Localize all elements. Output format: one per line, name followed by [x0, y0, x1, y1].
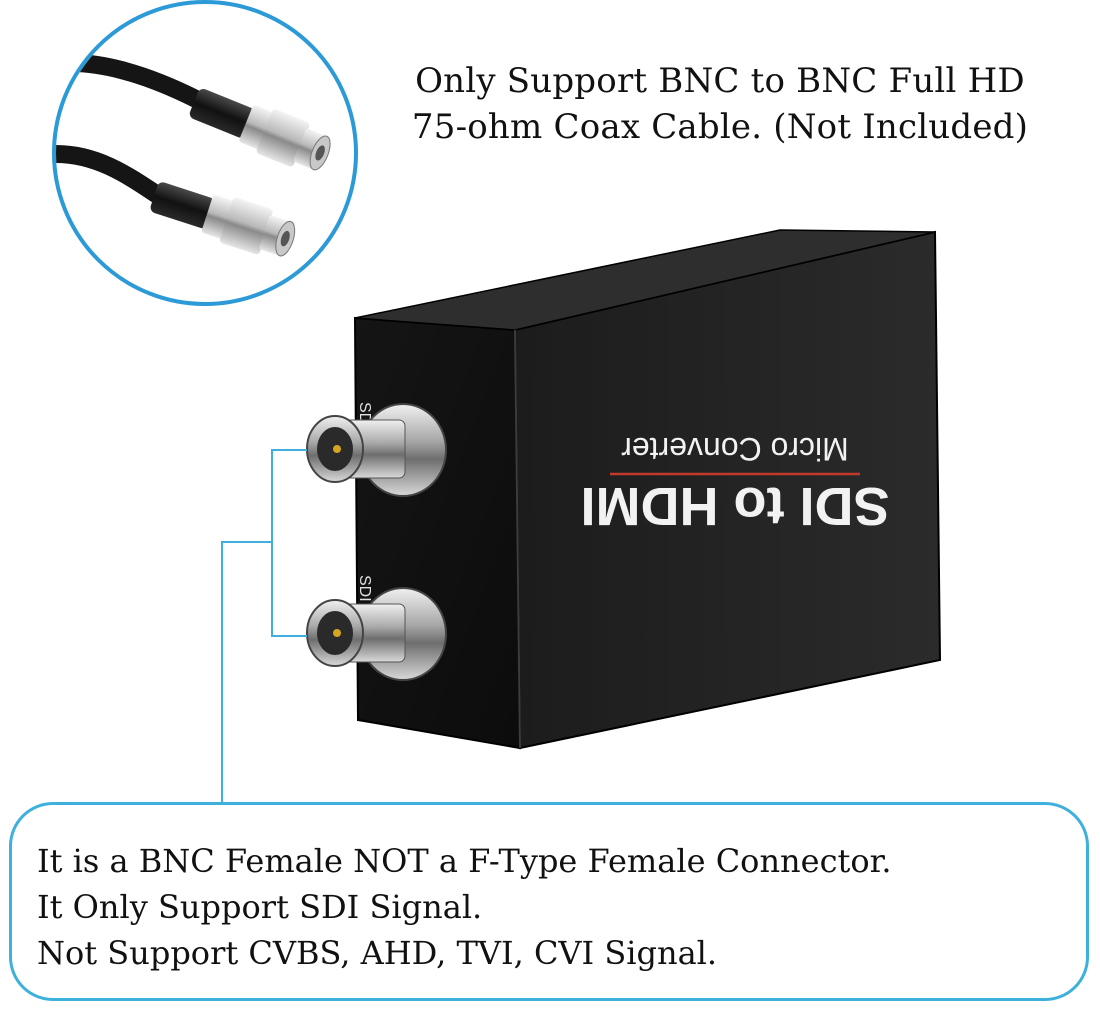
- callout-line-1: It is a BNC Female NOT a F-Type Female C…: [37, 842, 892, 880]
- pointer-line-top: [271, 449, 307, 451]
- header-caption-line-2: 75-ohm Coax Cable. (Not Included): [411, 107, 1029, 147]
- callout-line-3: Not Support CVBS, AHD, TVI, CVI Signal.: [37, 934, 718, 972]
- cable-inset-circle: [52, 0, 358, 306]
- header-caption: Only Support BNC to BNC Full HD 75-ohm C…: [340, 58, 1100, 150]
- pointer-line-bottom: [271, 635, 307, 637]
- pointer-line-mid: [221, 541, 273, 543]
- pointer-line-bracket: [271, 449, 273, 637]
- device-title-main: SDI to HDMI: [581, 476, 890, 536]
- pointer-line-drop: [221, 541, 223, 803]
- device-title-sub: Micro Converter: [621, 431, 849, 467]
- callout-line-2: It Only Support SDI Signal.: [37, 888, 483, 926]
- header-caption-line-1: Only Support BNC to BNC Full HD: [415, 61, 1025, 101]
- port-bottom-label: SDI: [356, 575, 373, 602]
- callout-text: It is a BNC Female NOT a F-Type Female C…: [37, 838, 1078, 976]
- bnc-connector-bottom: [306, 587, 447, 681]
- callout-box: It is a BNC Female NOT a F-Type Female C…: [9, 802, 1089, 1001]
- bnc-connector-top: [306, 403, 447, 497]
- sdi-to-hdmi-converter: SDI to HDMI Micro Converter SDI SDI: [306, 229, 942, 750]
